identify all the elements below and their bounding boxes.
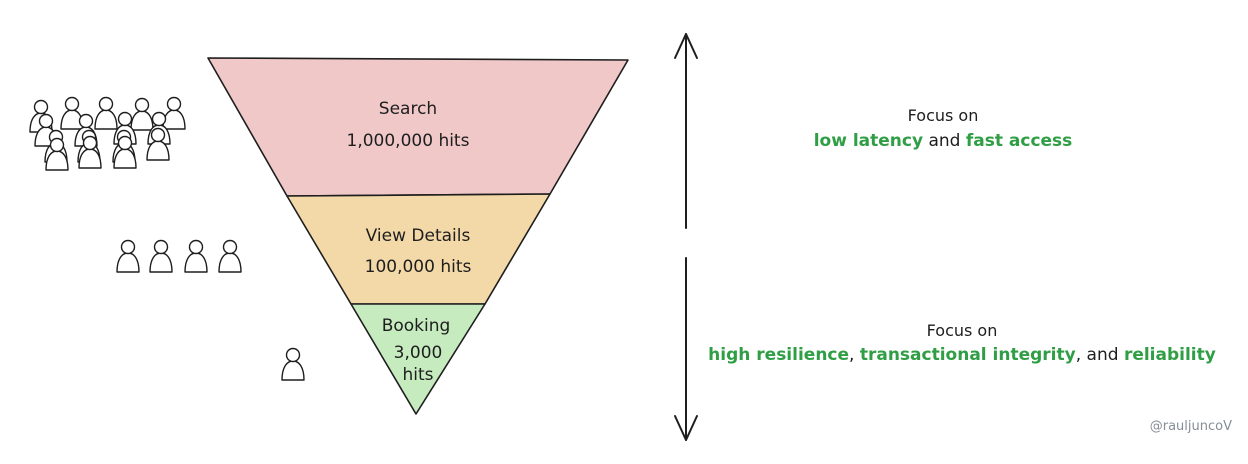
focus-top-heading: Focus on [908,106,979,125]
user-icon [130,97,154,131]
user-icon [218,239,242,273]
user-icon [162,96,186,130]
stage-hits-unit-booking: hits [402,365,433,385]
focus-top-line: low latency and fast access [814,131,1073,151]
focus-bottom-sep-1: , [849,345,860,365]
stage-label-search: Search [379,99,437,119]
user-icon [146,127,170,161]
stage-hits-view-details: 100,000 hits [365,257,472,277]
user-icon [149,239,173,273]
focus-bottom-line: high resilience, transactional integrity… [708,345,1216,365]
user-icon [184,239,208,273]
down-arrow-icon [674,257,698,441]
user-icon [45,137,69,171]
focus-top-highlight-fast-access: fast access [966,131,1072,151]
stage-label-booking: Booking [382,316,451,336]
focus-bottom-highlight-reliability: reliability [1124,345,1216,365]
user-icons-view-details [116,239,242,273]
author-credit: @rauljuncoV [1150,419,1232,434]
up-arrow-icon [674,33,698,229]
focus-bottom-heading: Focus on [927,321,998,340]
user-icon [281,347,305,381]
focus-bottom-highlight-transactional-integrity: transactional integrity [860,345,1076,365]
funnel-stage-booking [350,303,486,415]
stage-hits-booking: 3,000 [394,343,443,363]
funnel-stage-search [207,57,629,197]
user-icons-booking [281,347,305,381]
stage-hits-search: 1,000,000 hits [347,131,470,151]
user-icons-search [29,96,186,171]
focus-top-connector: and [923,131,966,151]
focus-top-highlight-low-latency: low latency [814,131,923,151]
user-icon [78,135,102,169]
user-icon [94,96,118,130]
user-icon [116,239,140,273]
funnel-stage-view-details [286,193,551,305]
stage-label-view-details: View Details [366,226,471,246]
focus-bottom-highlight-high-resilience: high resilience [708,345,849,365]
user-icon [113,135,137,169]
focus-bottom-sep-2: , and [1076,345,1124,365]
